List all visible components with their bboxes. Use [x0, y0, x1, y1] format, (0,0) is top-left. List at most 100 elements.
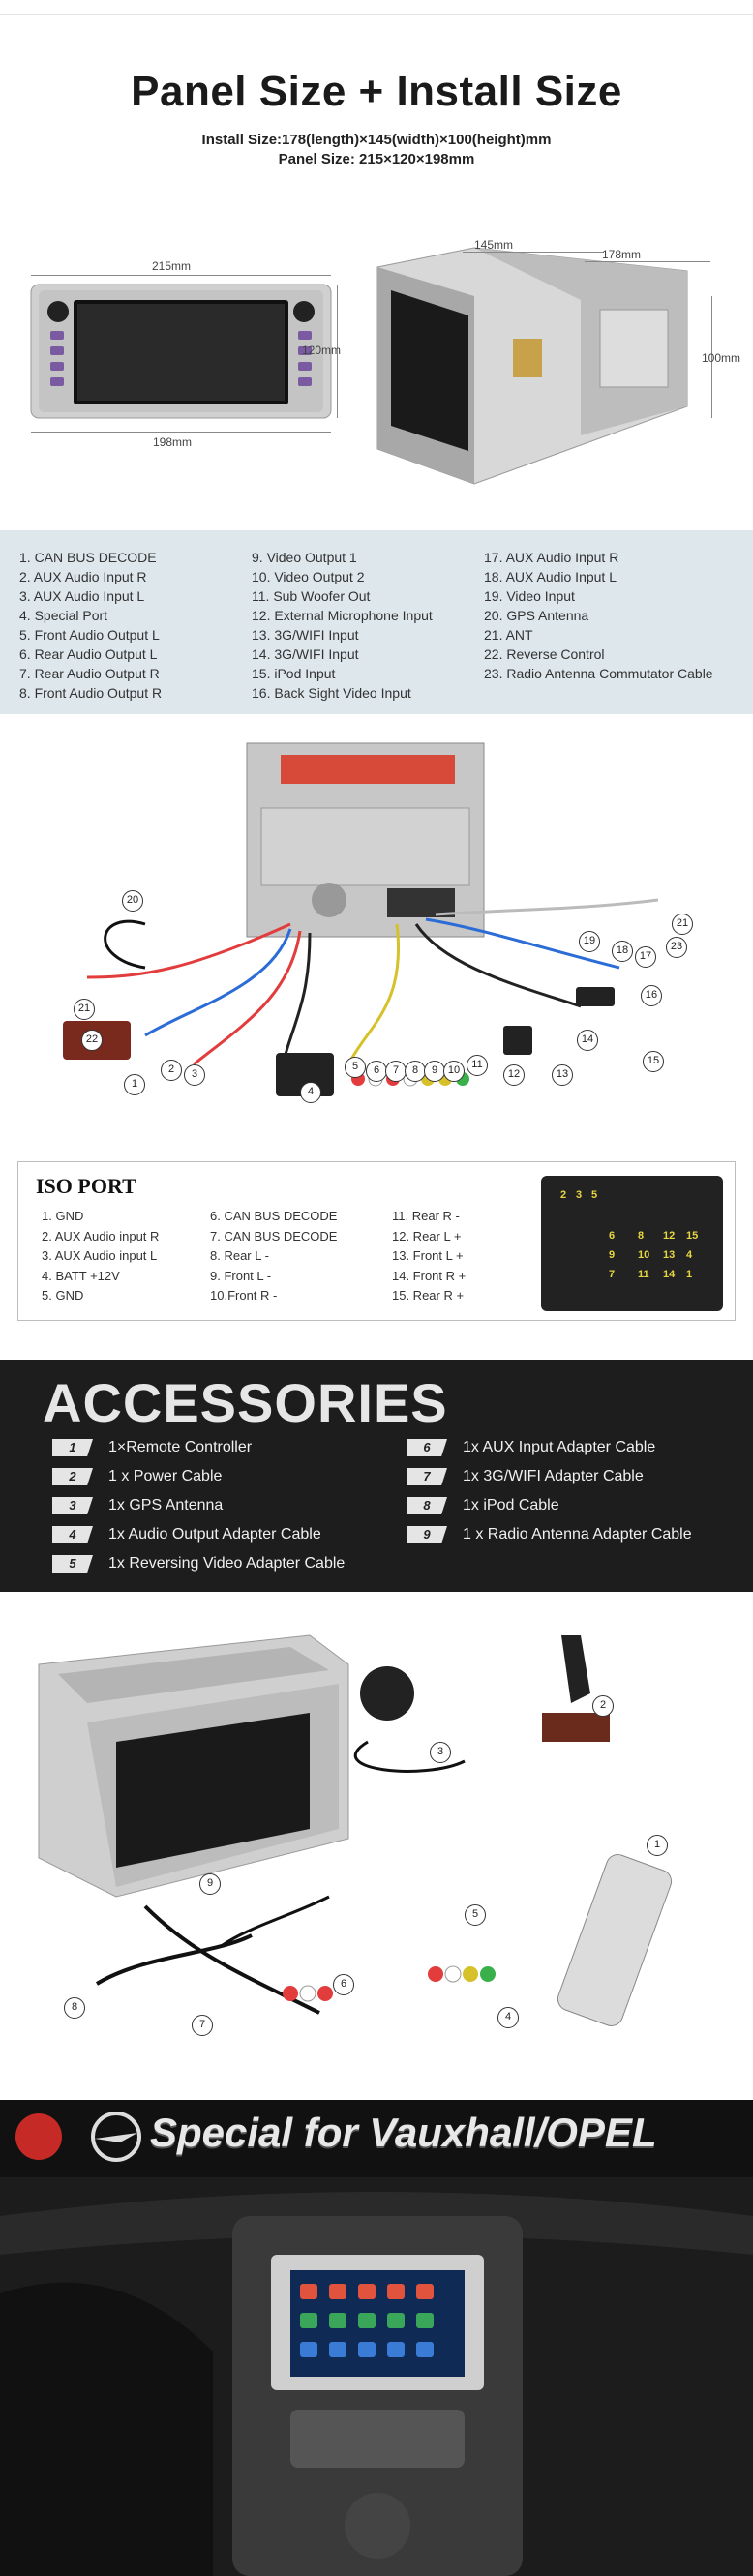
list-item: 15. iPod Input [252, 666, 336, 681]
install-size-text: Install Size:178(length)×145(width)×100(… [201, 132, 552, 148]
product-callout-6: 6 [333, 1974, 354, 1995]
callout-3: 3 [184, 1064, 205, 1086]
product-callout-9: 9 [199, 1873, 221, 1895]
list-item: 18. AUX Audio Input L [484, 569, 617, 584]
divider [0, 14, 753, 15]
callout-16: 16 [641, 985, 662, 1006]
accessory-label: 1x AUX Input Adapter Cable [463, 1439, 656, 1455]
list-item: 4. BATT +12V [42, 1268, 120, 1283]
callout-18: 18 [612, 941, 633, 962]
list-item: 13. 3G/WIFI Input [252, 627, 359, 643]
accessory-num: 2 [52, 1468, 93, 1485]
product-callout-3: 3 [430, 1742, 451, 1763]
list-item: 2. AUX Audio input R [42, 1228, 160, 1243]
accessory-item: 2 1 x Power Cable [52, 1466, 381, 1487]
list-item: 9. Front L - [210, 1268, 272, 1283]
dashboard-illustration [0, 2112, 753, 2576]
callout-8: 8 [405, 1061, 426, 1082]
list-item: 22. Reverse Control [484, 646, 605, 662]
port-list-col2: 9. Video Output 1 10. Video Output 2 11.… [252, 548, 433, 703]
list-item: 2. AUX Audio Input R [19, 569, 147, 584]
vauxhall-opel-section: Special for Vauxhall/OPEL [0, 2100, 753, 2576]
pin-label: 13 [663, 1249, 676, 1261]
list-item: 17. AUX Audio Input R [484, 550, 619, 565]
list-item: 21. ANT [484, 627, 533, 643]
front-height-label: 120mm [302, 344, 342, 357]
callout-19: 19 [579, 931, 600, 952]
product-callout-4: 4 [497, 2007, 519, 2028]
callout-10: 10 [443, 1061, 465, 1082]
list-item: 13. Front L + [392, 1248, 464, 1263]
list-item: 5. GND [42, 1288, 84, 1303]
list-item: 6. CAN BUS DECODE [210, 1209, 338, 1223]
callout-23: 23 [666, 937, 687, 958]
accessory-label: 1 x Power Cable [108, 1468, 223, 1484]
side-view-illustration [376, 247, 688, 485]
callout-13: 13 [552, 1064, 573, 1086]
accessory-item: 7 1x 3G/WIFI Adapter Cable [407, 1466, 736, 1487]
accessory-item: 4 1x Audio Output Adapter Cable [52, 1524, 381, 1545]
accessory-label: 1x iPod Cable [463, 1497, 559, 1513]
pin-label: 1 [686, 1269, 693, 1280]
wiring-illustration [63, 742, 659, 1096]
list-item: 1. CAN BUS DECODE [19, 550, 157, 565]
iso-col3: 11. Rear R - 12. Rear L + 13. Front L + … [392, 1207, 466, 1306]
pin-label: 7 [609, 1269, 616, 1280]
accessories-section: ACCESSORIES 1 1×Remote Controller 2 1 x … [0, 1360, 753, 1592]
list-item: 11. Sub Woofer Out [252, 588, 371, 604]
list-item: 20. GPS Antenna [484, 608, 589, 623]
accessory-num: 4 [52, 1526, 93, 1543]
product-callout-8: 8 [64, 1997, 85, 2019]
accessory-num: 8 [407, 1497, 447, 1514]
product-callout-1: 1 [647, 1835, 668, 1856]
product-callout-5: 5 [465, 1904, 486, 1926]
side-length-label: 178mm [602, 248, 642, 261]
iso-title: ISO PORT [36, 1174, 136, 1198]
list-item: 10. Video Output 2 [252, 569, 365, 584]
accessory-label: 1x GPS Antenna [108, 1497, 224, 1513]
accessory-num: 6 [407, 1439, 447, 1456]
accessory-num: 9 [407, 1526, 447, 1543]
list-item: 5. Front Audio Output L [19, 627, 160, 643]
size-title: Panel Size + Install Size [131, 68, 622, 115]
side-width-label: 145mm [474, 238, 514, 252]
pin-label: 6 [609, 1230, 616, 1242]
callout-22: 22 [81, 1030, 103, 1051]
callout-11: 11 [467, 1055, 488, 1076]
front-view-illustration [30, 284, 332, 419]
pin-label: 15 [686, 1230, 699, 1242]
pin-label: 8 [638, 1230, 645, 1242]
accessory-label: 1x Reversing Video Adapter Cable [108, 1555, 346, 1572]
list-item: 12. Rear L + [392, 1228, 462, 1243]
list-item: 14. 3G/WIFI Input [252, 646, 359, 662]
list-item: 16. Back Sight Video Input [252, 685, 411, 701]
callout-12: 12 [503, 1064, 525, 1086]
list-item: 10.Front R - [210, 1288, 278, 1303]
callout-9: 9 [424, 1061, 445, 1082]
port-list-col1: 1. CAN BUS DECODE 2. AUX Audio Input R 3… [19, 548, 162, 703]
callout-20: 20 [122, 890, 143, 912]
callout-5: 5 [345, 1057, 366, 1078]
accessory-item: 3 1x GPS Antenna [52, 1495, 381, 1516]
list-item: 12. External Microphone Input [252, 608, 433, 623]
callout-14: 14 [577, 1030, 598, 1051]
callout-21: 21 [74, 999, 95, 1020]
callout-1: 1 [124, 1074, 145, 1095]
list-item: 7. CAN BUS DECODE [210, 1228, 338, 1243]
iso-panel: ISO PORT 1. GND 2. AUX Audio input R 3. … [17, 1161, 736, 1321]
accessory-label: 1x Audio Output Adapter Cable [108, 1526, 321, 1543]
product-callout-2: 2 [592, 1695, 614, 1717]
list-item: 7. Rear Audio Output R [19, 666, 160, 681]
side-height-label: 100mm [702, 351, 741, 365]
accessory-num: 1 [52, 1439, 93, 1456]
list-item: 1. GND [42, 1209, 84, 1223]
list-item: 11. Rear R - [392, 1209, 460, 1223]
list-item: 19. Video Input [484, 588, 575, 604]
iso-col1: 1. GND 2. AUX Audio input R 3. AUX Audio… [42, 1207, 159, 1306]
list-item: 4. Special Port [19, 608, 108, 623]
pin-label: 11 [638, 1269, 649, 1280]
accessory-item: 6 1x AUX Input Adapter Cable [407, 1437, 736, 1458]
accessory-item: 8 1x iPod Cable [407, 1495, 736, 1516]
accessory-label: 1 x Radio Antenna Adapter Cable [463, 1526, 692, 1543]
callout-6: 6 [366, 1061, 387, 1082]
